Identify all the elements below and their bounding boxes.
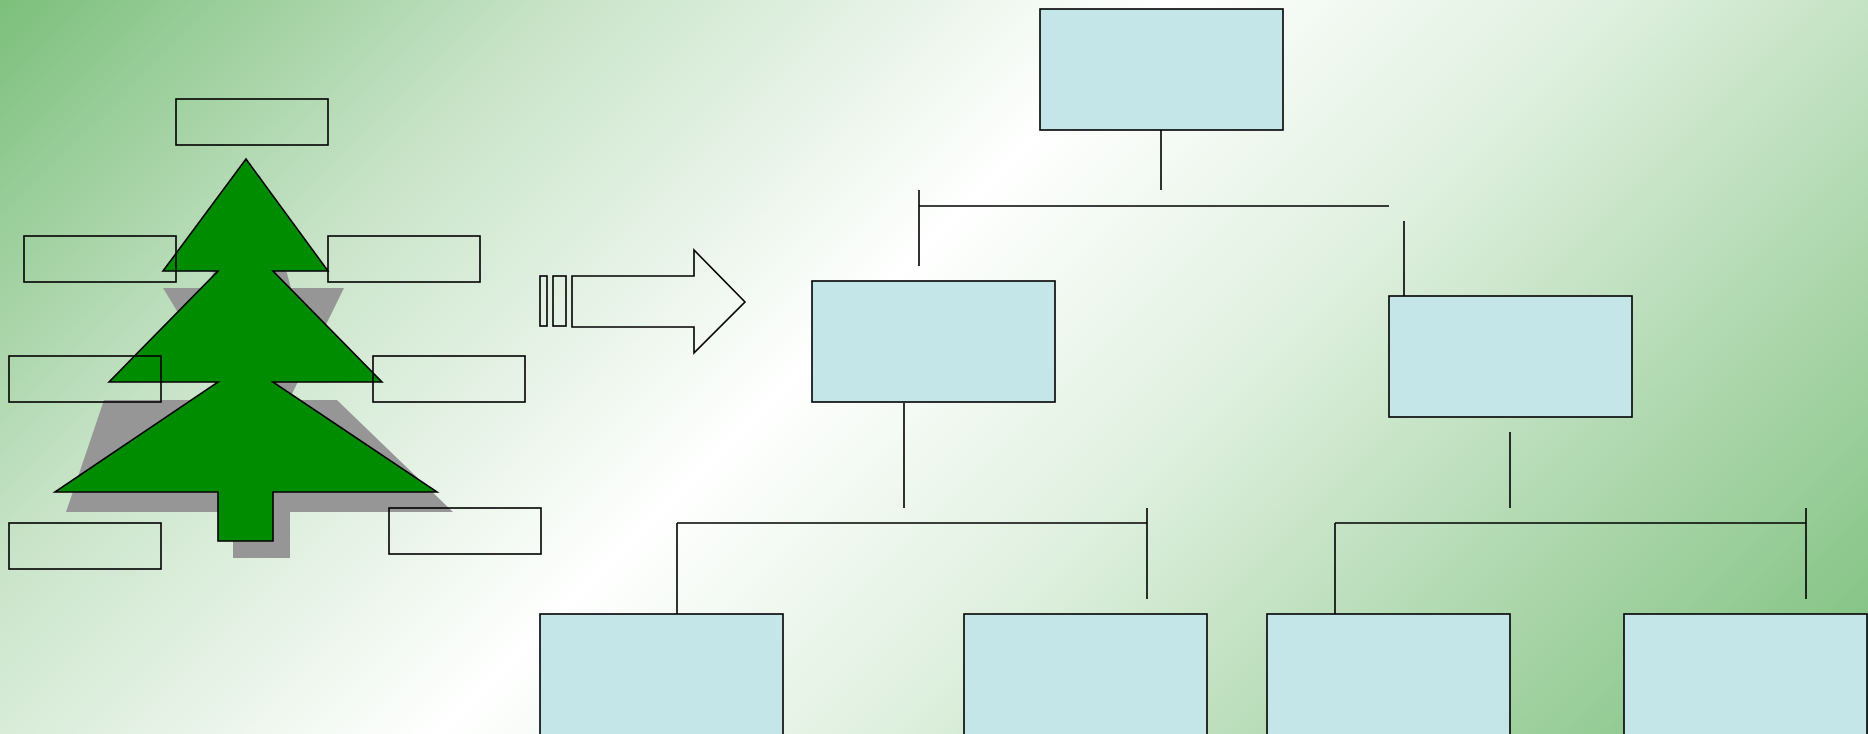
arrow-body [571,248,747,355]
tree-label-box-upper-right[interactable] [327,235,481,283]
arrow-stripe-wide [552,275,567,327]
hierarchy-node-level3-1[interactable] [539,613,784,734]
block-arrow [539,248,747,355]
tree-label-box-lower-left[interactable] [8,522,162,570]
hierarchy-nodes [539,8,1868,734]
tree-label-box-middle-right[interactable] [372,355,526,403]
tree-label-box-upper-left[interactable] [23,235,177,283]
hierarchy-connectors [676,114,1807,614]
tree-graphic [52,157,453,558]
arrow-stripe-thin [539,275,548,327]
hierarchy-node-level2-left[interactable] [811,280,1056,403]
tree-shape [52,157,440,542]
tree-label-box-top[interactable] [175,98,329,146]
hierarchy-node-level3-2[interactable] [963,613,1208,734]
tree-label-box-lower-right[interactable] [388,507,542,555]
tree-label-box-middle-left[interactable] [8,355,162,403]
hierarchy-node-level2-right[interactable] [1388,295,1633,418]
hierarchy-node-level3-3[interactable] [1266,613,1511,734]
hierarchy-node-root[interactable] [1039,8,1284,131]
tree-label-boxes [8,98,542,570]
hierarchy-node-level3-4[interactable] [1623,613,1868,734]
